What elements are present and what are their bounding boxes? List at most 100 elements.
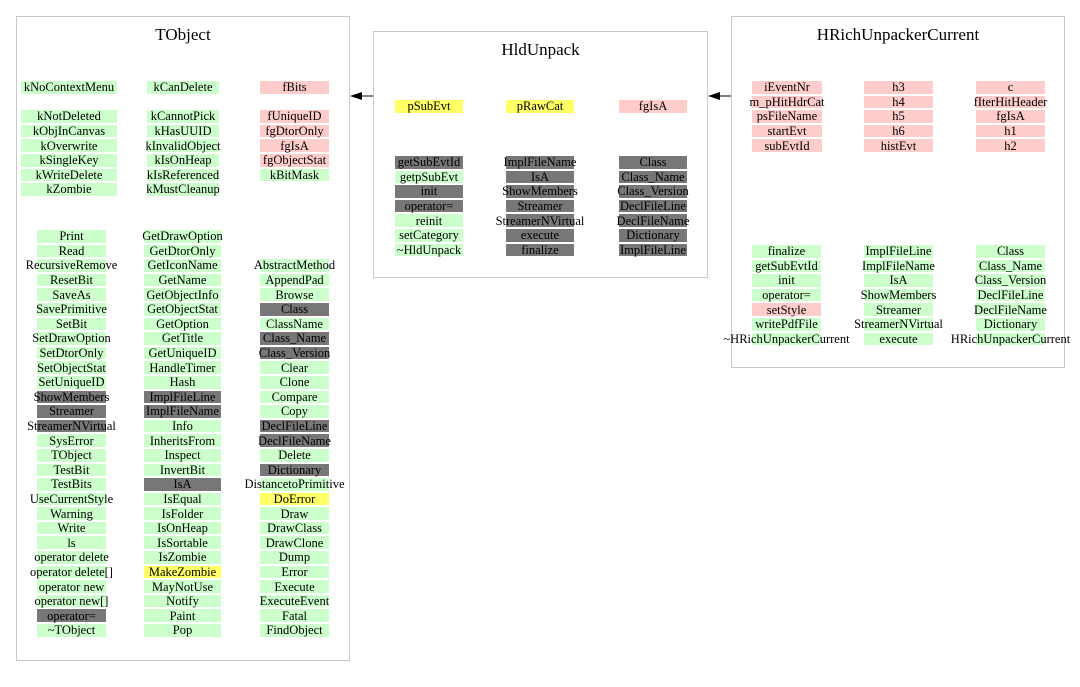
member-cell: operator new xyxy=(37,579,106,594)
member-cell: Class xyxy=(619,155,687,170)
member-label: ls xyxy=(67,535,76,550)
member-cell: Streamer xyxy=(864,302,933,317)
member-cell: DrawClass xyxy=(260,521,329,536)
member-cell: SetObjectStat xyxy=(37,360,106,375)
member-label: ~HRichUnpackerCurrent xyxy=(723,331,850,346)
member-label: DistancetoPrimitive xyxy=(244,477,345,492)
member-cell: kCannotPick xyxy=(147,109,219,124)
member-label: Dictionary xyxy=(626,228,680,243)
member-cell: Clear xyxy=(260,360,329,375)
member-cell: GetDrawOption xyxy=(142,229,223,244)
member-cell: SavePrimitive xyxy=(36,302,107,317)
member-cell: Write xyxy=(37,521,106,536)
member-label: Copy xyxy=(280,404,309,419)
member-label: DeclFileLine xyxy=(261,419,328,434)
member-cell: StreamerNVirtual xyxy=(496,213,585,228)
member-cell: DeclFileLine xyxy=(619,199,687,214)
member-cell: DistancetoPrimitive xyxy=(245,477,345,492)
member-label: IsA xyxy=(173,477,192,492)
member-cell: pRawCat xyxy=(506,99,574,114)
member-cell: ImplFileName xyxy=(504,155,577,170)
member-cell: ExecuteEvent xyxy=(260,594,329,609)
member-label: h5 xyxy=(892,109,905,124)
member-label: fBits xyxy=(282,80,307,95)
member-label: getSubEvtId xyxy=(397,155,461,170)
member-cell: writePdfFile xyxy=(752,317,821,332)
member-label: fIterHitHeader xyxy=(973,94,1048,109)
member-label: DeclFileName xyxy=(974,302,1047,317)
member-cell: Print xyxy=(37,229,106,244)
member-cell: kIsReferenced xyxy=(147,168,219,183)
member-cell: setCategory xyxy=(395,228,463,243)
member-cell: kInvalidObject xyxy=(146,138,221,153)
member-label: operator= xyxy=(762,288,811,303)
member-label: Dictionary xyxy=(267,462,322,477)
member-label: TestBits xyxy=(51,477,92,492)
member-label: Error xyxy=(281,564,308,579)
member-label: Draw xyxy=(280,506,309,521)
member-label: DoError xyxy=(273,491,316,506)
member-label: Execute xyxy=(274,579,315,594)
member-label: ImplFileName xyxy=(146,404,219,419)
member-cell: ImplFileLine xyxy=(864,244,933,259)
member-cell: operator delete[] xyxy=(30,565,113,580)
member-cell: Warning xyxy=(37,506,106,521)
member-cell: Notify xyxy=(144,594,221,609)
member-cell: InvertBit xyxy=(144,463,221,478)
member-cell: finalize xyxy=(506,243,574,258)
member-cell: IsA xyxy=(864,273,933,288)
member-cell: RecursiveRemove xyxy=(26,258,118,273)
member-cell: Info xyxy=(144,419,221,434)
member-label: kSingleKey xyxy=(39,153,99,168)
data-member-column: pRawCat xyxy=(506,99,574,114)
member-cell: DrawClone xyxy=(260,535,329,550)
member-cell: finalize xyxy=(752,244,821,259)
member-cell: psFileName xyxy=(752,109,822,124)
member-label: DrawClass xyxy=(267,521,322,536)
member-label: InheritsFrom xyxy=(149,433,216,448)
member-label: HandleTimer xyxy=(149,360,216,375)
member-label: IsA xyxy=(530,169,550,184)
member-label: operator new xyxy=(38,579,105,594)
member-cell: setStyle xyxy=(752,302,821,317)
member-label: h1 xyxy=(1004,124,1017,139)
member-label: c xyxy=(1007,80,1014,95)
member-label: kIsReferenced xyxy=(146,167,220,182)
member-cell: Clone xyxy=(260,375,329,390)
class-title: HRichUnpackerCurrent xyxy=(816,25,980,44)
member-label: Fatal xyxy=(282,608,307,623)
member-label: h6 xyxy=(892,124,905,139)
class-title: TObject xyxy=(155,25,211,44)
member-cell: fUniqueID xyxy=(260,109,329,124)
member-label: ResetBit xyxy=(49,273,94,288)
member-label: InvertBit xyxy=(159,462,206,477)
member-label: Dictionary xyxy=(983,317,1038,332)
member-label: pRawCat xyxy=(516,99,564,114)
member-label: operator delete[] xyxy=(30,564,113,579)
member-cell: iEventNr xyxy=(752,80,822,95)
member-cell: Error xyxy=(260,565,329,580)
member-label: ShowMembers xyxy=(860,288,937,303)
member-cell: DeclFileName xyxy=(974,302,1047,317)
member-cell: StreamerNVirtual xyxy=(27,419,116,434)
member-cell: Class_Name xyxy=(976,259,1045,274)
member-label: IsZombie xyxy=(158,550,207,565)
member-cell: Class_Name xyxy=(260,331,329,346)
member-label: Compare xyxy=(271,389,318,404)
member-cell: HRichUnpackerCurrent xyxy=(951,332,1070,347)
member-cell: Browse xyxy=(260,287,329,302)
member-cell: Class xyxy=(260,302,329,317)
member-label: ImplFileName xyxy=(862,258,935,273)
member-cell: Read xyxy=(37,244,106,259)
member-label: init xyxy=(420,184,438,199)
member-label: kNoContextMenu xyxy=(23,80,115,95)
member-cell: Delete xyxy=(260,448,329,463)
member-label: SetBit xyxy=(55,316,88,331)
member-cell: Draw xyxy=(260,506,329,521)
member-label: finalize xyxy=(521,242,559,257)
